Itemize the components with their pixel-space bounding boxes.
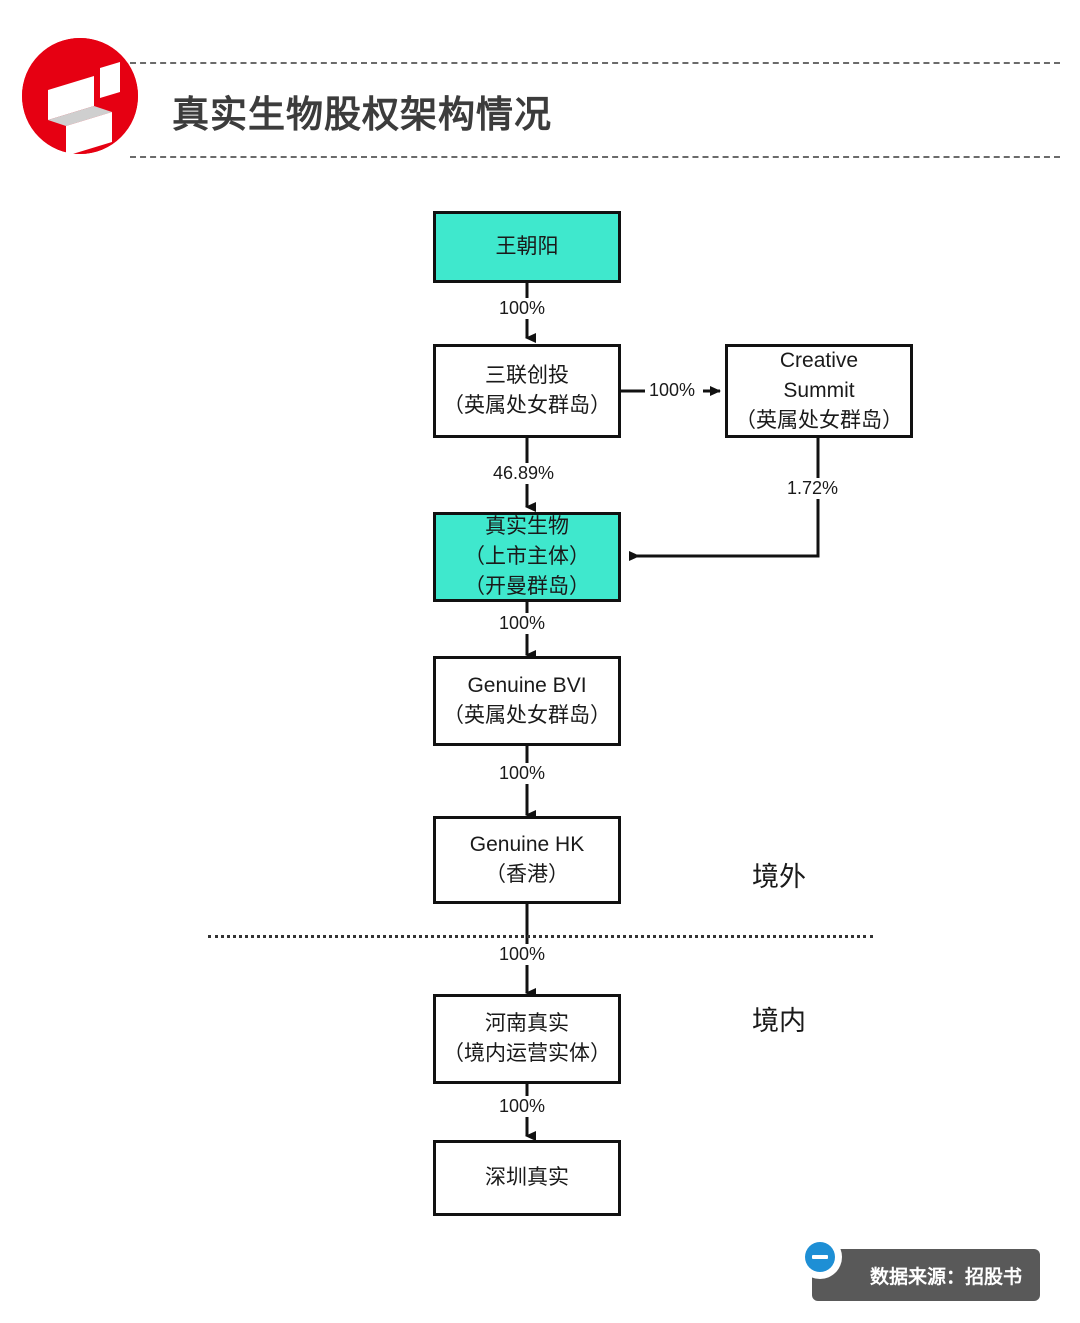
node-wangzhaoyang[interactable]: 王朝阳	[433, 211, 621, 283]
node-creative-line-0: Creative	[779, 349, 859, 373]
zone-label-onshore: 境内	[752, 1006, 806, 1036]
node-sanlian-chuangtou[interactable]: 三联创投 （英属处女群岛）	[433, 344, 621, 438]
node-sanlian-line-0: 三联创投	[485, 364, 569, 388]
node-shenzhen-zhenshi[interactable]: 深圳真实	[433, 1140, 621, 1216]
source-badge: 数据来源：招股书	[812, 1249, 1041, 1301]
edge-label-sanlian-to-creative: 100%	[645, 380, 700, 401]
offshore-onshore-divider	[208, 935, 873, 938]
node-zhenshi-line-1: （上市主体）	[464, 545, 590, 569]
node-zhenshi-shengwu[interactable]: 真实生物 （上市主体） （开曼群岛）	[433, 512, 621, 602]
node-zhenshi-line-2: （开曼群岛）	[464, 574, 590, 598]
page-title: 真实生物股权架构情况	[172, 94, 552, 135]
no-entry-icon	[798, 1235, 842, 1279]
node-henan-zhenshi[interactable]: 河南真实 （境内运营实体）	[433, 994, 621, 1084]
no-entry-icon-bar	[812, 1255, 828, 1259]
node-henan-line-1: （境内运营实体）	[443, 1042, 611, 1065]
node-sanlian-line-1: （英属处女群岛）	[443, 394, 611, 417]
zone-label-offshore: 境外	[752, 862, 806, 892]
node-genuinebvi-line-0: Genuine BVI	[467, 674, 587, 698]
node-wangzhaoyang-line-0: 王朝阳	[495, 235, 559, 259]
node-genuinehk-line-0: Genuine HK	[469, 833, 585, 857]
source-badge-label: 数据来源：招股书	[870, 1266, 1023, 1288]
node-genuine-bvi[interactable]: Genuine BVI （英属处女群岛）	[433, 656, 621, 746]
node-henan-line-0: 河南真实	[485, 1012, 569, 1036]
edge-label-zhenshi-to-genuinebvi: 100%	[495, 613, 550, 634]
node-genuine-hk[interactable]: Genuine HK （香港）	[433, 816, 621, 904]
node-creative-line-2: （英属处女群岛）	[735, 408, 903, 432]
edge-label-wang-to-sanlian: 100%	[495, 298, 550, 319]
edge-label-genuinehk-to-henan: 100%	[495, 944, 550, 965]
edge-label-sanlian-to-zhenshi: 46.89%	[489, 463, 559, 484]
node-genuinehk-line-1: （香港）	[485, 863, 569, 886]
node-genuinebvi-line-1: （英属处女群岛）	[443, 704, 611, 727]
edge-label-creative-to-zhenshi: 1.72%	[783, 478, 843, 499]
node-shenzhen-line-0: 深圳真实	[485, 1166, 569, 1190]
brand-logo-icon	[22, 38, 138, 154]
page-header: 真实生物股权架构情况	[0, 0, 1080, 185]
edge-label-henan-to-shenzhen: 100%	[495, 1096, 550, 1117]
no-entry-icon-disc	[805, 1242, 835, 1272]
header-divider-top	[130, 62, 1060, 64]
edge-label-genuinebvi-to-genuinehk: 100%	[495, 763, 550, 784]
node-zhenshi-line-0: 真实生物	[485, 515, 569, 539]
node-creative-line-1: Summit	[783, 379, 855, 403]
header-divider-bottom	[130, 156, 1060, 158]
node-creative-summit[interactable]: Creative Summit （英属处女群岛）	[725, 344, 913, 438]
